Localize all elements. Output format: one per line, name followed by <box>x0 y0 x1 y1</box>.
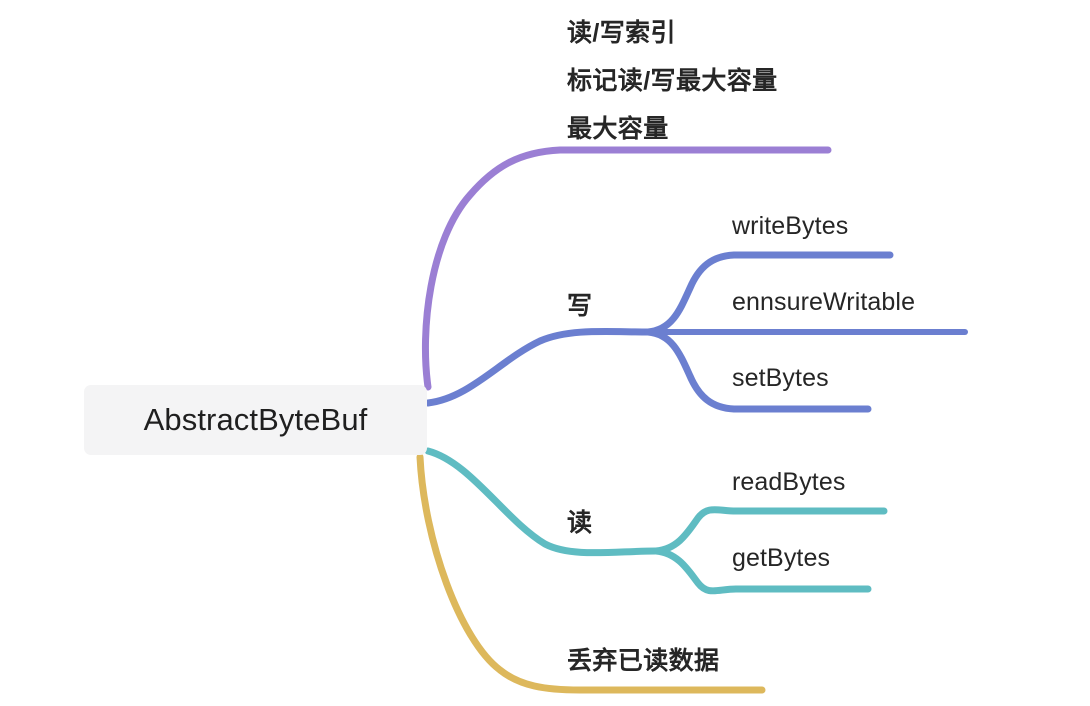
node-max-capacity[interactable]: 最大容量 <box>567 115 669 143</box>
node-ennsure-writable[interactable]: ennsureWritable <box>732 288 916 316</box>
node-set-bytes[interactable]: setBytes <box>732 364 829 392</box>
branch-line-read-readbytes <box>652 506 888 555</box>
branch-line-indices <box>421 146 832 391</box>
node-read[interactable]: 读 <box>567 509 593 537</box>
node-write-bytes[interactable]: writeBytes <box>732 212 849 240</box>
node-rw-index[interactable]: 读/写索引 <box>567 19 676 47</box>
node-mark-max-capacity[interactable]: 标记读/写最大容量 <box>567 67 778 95</box>
branch-line-read-getbytes <box>652 547 872 595</box>
node-read-bytes[interactable]: readBytes <box>732 468 846 496</box>
branch-line-write-setbytes <box>644 328 872 413</box>
branch-line-write-writebytes <box>644 251 894 336</box>
root-node-abstractbytebuf[interactable]: AbstractByteBuf <box>84 385 427 455</box>
root-node-label: AbstractByteBuf <box>143 402 368 437</box>
branch-line-write-trunk <box>424 327 652 407</box>
branch-line-read-trunk <box>424 447 660 557</box>
node-get-bytes[interactable]: getBytes <box>732 544 831 572</box>
node-write[interactable]: 写 <box>567 292 593 320</box>
node-discard-read-bytes[interactable]: 丢弃已读数据 <box>567 647 720 675</box>
branch-line-discard <box>416 453 766 694</box>
